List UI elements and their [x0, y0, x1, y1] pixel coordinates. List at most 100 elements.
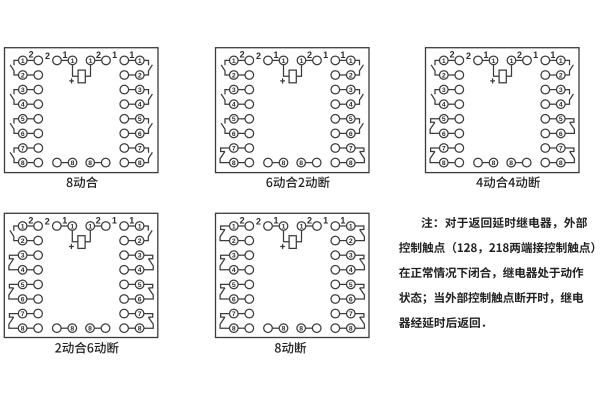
svg-text:2: 2 — [307, 50, 312, 60]
svg-text:8: 8 — [88, 326, 92, 333]
svg-text:7: 7 — [138, 311, 142, 318]
svg-text:1: 1 — [349, 223, 353, 230]
svg-text:1: 1 — [300, 223, 304, 230]
svg-text:1: 1 — [273, 50, 278, 60]
svg-text:1: 1 — [129, 50, 134, 60]
svg-text:6: 6 — [232, 131, 236, 138]
svg-text:1: 1 — [232, 58, 236, 65]
svg-text:8: 8 — [21, 326, 25, 333]
svg-text:4: 4 — [138, 102, 142, 109]
svg-text:1: 1 — [300, 58, 304, 65]
svg-text:7: 7 — [349, 311, 353, 318]
svg-text:2: 2 — [559, 72, 563, 79]
svg-text:1: 1 — [559, 58, 563, 65]
svg-text:8: 8 — [138, 326, 142, 333]
svg-text:1: 1 — [282, 223, 286, 230]
svg-text:3: 3 — [21, 87, 25, 94]
svg-text:3: 3 — [349, 253, 353, 260]
svg-text:5: 5 — [21, 282, 25, 289]
svg-text:1: 1 — [70, 223, 74, 230]
svg-text:7: 7 — [138, 145, 142, 152]
svg-text:8: 8 — [88, 160, 92, 167]
svg-text:8: 8 — [299, 160, 303, 167]
svg-text:1: 1 — [21, 223, 25, 230]
svg-text:6: 6 — [442, 131, 446, 138]
svg-text:5: 5 — [232, 282, 236, 289]
svg-text:4: 4 — [21, 102, 25, 109]
svg-text:3: 3 — [559, 87, 563, 94]
svg-text:2: 2 — [349, 238, 353, 245]
svg-text:2: 2 — [138, 72, 142, 79]
svg-text:6: 6 — [21, 131, 25, 138]
svg-text:7: 7 — [21, 311, 25, 318]
svg-text:6: 6 — [232, 296, 236, 303]
svg-text:5: 5 — [21, 116, 25, 123]
svg-text:3: 3 — [138, 253, 142, 260]
svg-text:8: 8 — [299, 326, 303, 333]
svg-text:2: 2 — [240, 215, 245, 225]
svg-text:8: 8 — [282, 160, 286, 167]
svg-text:6: 6 — [349, 131, 353, 138]
svg-text:1: 1 — [62, 50, 67, 60]
svg-text:1: 1 — [533, 50, 538, 60]
svg-text:6: 6 — [349, 296, 353, 303]
svg-text:1: 1 — [71, 58, 75, 65]
svg-text:3: 3 — [21, 253, 25, 260]
svg-text:8: 8 — [70, 326, 74, 333]
svg-text:1: 1 — [349, 58, 353, 65]
svg-text:4: 4 — [442, 102, 446, 109]
svg-text:1: 1 — [492, 58, 496, 65]
svg-text:4: 4 — [232, 267, 236, 274]
svg-text:7: 7 — [559, 145, 563, 152]
svg-text:4: 4 — [349, 102, 353, 109]
svg-text:2: 2 — [240, 50, 245, 60]
svg-text:2: 2 — [45, 51, 50, 61]
svg-text:3: 3 — [232, 87, 236, 94]
svg-text:5: 5 — [442, 116, 446, 123]
svg-text:8: 8 — [232, 160, 236, 167]
svg-text:2: 2 — [256, 216, 261, 226]
svg-text:5: 5 — [349, 282, 353, 289]
svg-text:1: 1 — [340, 50, 345, 60]
svg-text:2: 2 — [232, 72, 236, 79]
svg-text:5: 5 — [232, 116, 236, 123]
svg-text:1: 1 — [112, 216, 117, 226]
svg-text:2: 2 — [466, 51, 471, 61]
svg-text:1: 1 — [89, 58, 93, 65]
svg-text:2: 2 — [307, 216, 312, 226]
svg-text:2: 2 — [96, 50, 101, 60]
svg-text:8: 8 — [232, 326, 236, 333]
svg-text:6: 6 — [138, 296, 142, 303]
svg-text:1: 1 — [138, 58, 142, 65]
svg-text:6: 6 — [138, 131, 142, 138]
svg-text:8: 8 — [138, 160, 142, 167]
svg-text:2: 2 — [21, 238, 25, 245]
svg-text:4: 4 — [232, 102, 236, 109]
svg-text:8: 8 — [349, 326, 353, 333]
svg-text:7: 7 — [232, 311, 236, 318]
svg-text:2: 2 — [45, 216, 50, 226]
svg-text:1: 1 — [282, 58, 286, 65]
svg-text:8: 8 — [509, 160, 513, 167]
svg-text:7: 7 — [21, 145, 25, 152]
svg-text:3: 3 — [232, 253, 236, 260]
svg-text:1: 1 — [129, 216, 134, 226]
svg-text:1: 1 — [232, 223, 236, 230]
svg-text:8: 8 — [349, 160, 353, 167]
svg-text:5: 5 — [138, 116, 142, 123]
svg-text:1: 1 — [442, 58, 446, 65]
svg-text:2: 2 — [21, 72, 25, 79]
svg-text:2: 2 — [232, 238, 236, 245]
svg-text:1: 1 — [88, 223, 92, 230]
svg-text:3: 3 — [138, 87, 142, 94]
svg-text:1: 1 — [550, 50, 555, 60]
svg-text:8: 8 — [559, 160, 563, 167]
svg-text:3: 3 — [442, 87, 446, 94]
svg-text:2: 2 — [517, 50, 522, 60]
svg-text:1: 1 — [323, 216, 328, 226]
svg-text:4: 4 — [138, 267, 142, 274]
svg-text:7: 7 — [232, 145, 236, 152]
svg-text:7: 7 — [442, 145, 446, 152]
svg-text:5: 5 — [138, 282, 142, 289]
svg-text:1: 1 — [340, 216, 345, 226]
